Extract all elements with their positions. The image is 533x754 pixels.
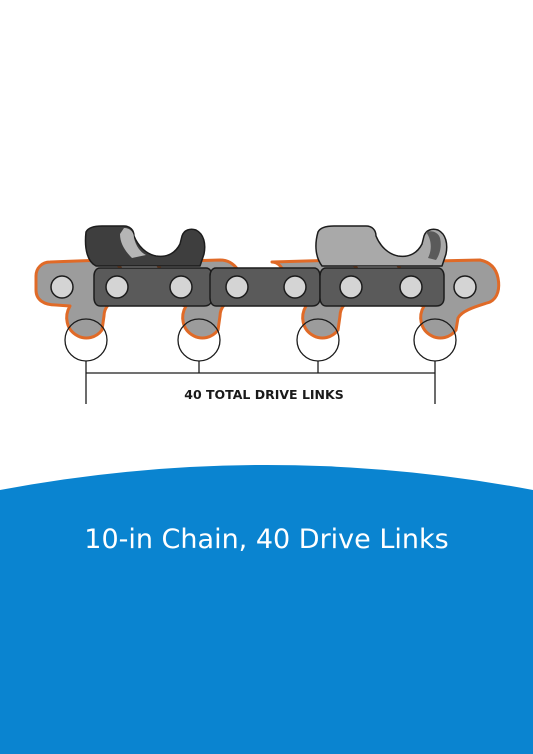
left-cutter-highlight <box>120 228 146 258</box>
drive-link-label: 40 TOTAL DRIVE LINKS <box>184 387 343 402</box>
right-cutter-highlight <box>426 231 441 260</box>
rivet-5 <box>283 275 307 299</box>
right-cutter <box>315 225 448 267</box>
banner-title: 10-in Chain, 40 Drive Links <box>84 524 449 555</box>
side-link-group <box>93 267 445 307</box>
rivet-3 <box>169 275 193 299</box>
rivet-group <box>50 275 477 299</box>
rivet-1 <box>50 275 74 299</box>
rivet-2 <box>105 275 129 299</box>
cutter-group <box>84 225 448 267</box>
side-link-3 <box>319 267 445 307</box>
left-cutter <box>84 225 206 267</box>
rivet-7 <box>399 275 423 299</box>
blue-banner-background <box>0 465 533 754</box>
rivet-8 <box>453 275 477 299</box>
drive-tang-markers <box>64 318 457 362</box>
rivet-4 <box>225 275 249 299</box>
rivet-6 <box>339 275 363 299</box>
drive-link-bracket <box>85 361 436 404</box>
